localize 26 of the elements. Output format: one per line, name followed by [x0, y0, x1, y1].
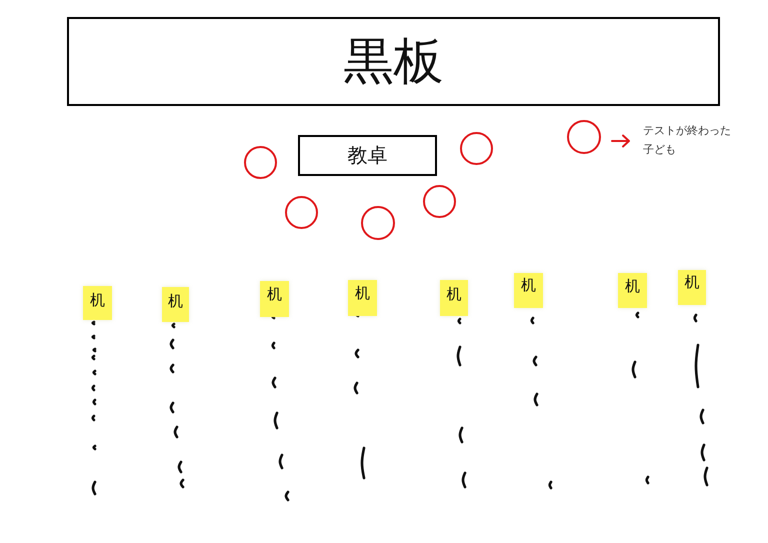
student-circle: [285, 196, 318, 229]
desk-sticky-note: [348, 280, 377, 316]
desk-sticky-note: [260, 281, 289, 317]
desk-label: 机: [267, 286, 282, 304]
desk-label: 机: [684, 274, 700, 292]
legend-label: テストが終わった子ども: [643, 123, 732, 158]
desk-sticky-note: [618, 273, 647, 308]
desk-sticky-note: [678, 270, 706, 305]
student-circle: [460, 132, 493, 165]
desk-sticky-note: [514, 273, 543, 308]
desk-sticky-note: [162, 287, 189, 322]
student-circle: [361, 206, 395, 240]
desk-label: 机: [446, 286, 462, 304]
desk-label: 机: [168, 293, 183, 310]
teacher-desk-label: 教卓: [348, 144, 388, 167]
desk-label: 机: [355, 285, 370, 302]
student-circle: [244, 146, 277, 179]
desk-sticky-note: [83, 286, 112, 320]
desk-label: 机: [521, 277, 536, 294]
student-circle: [423, 185, 456, 218]
desk-label: 机: [90, 292, 105, 310]
blackboard-box: [67, 17, 720, 106]
teacher-desk-box: [298, 135, 437, 176]
blackboard-label: 黒板: [344, 32, 444, 90]
desk-sticky-note: [440, 280, 468, 316]
desk-label: 机: [625, 278, 640, 296]
